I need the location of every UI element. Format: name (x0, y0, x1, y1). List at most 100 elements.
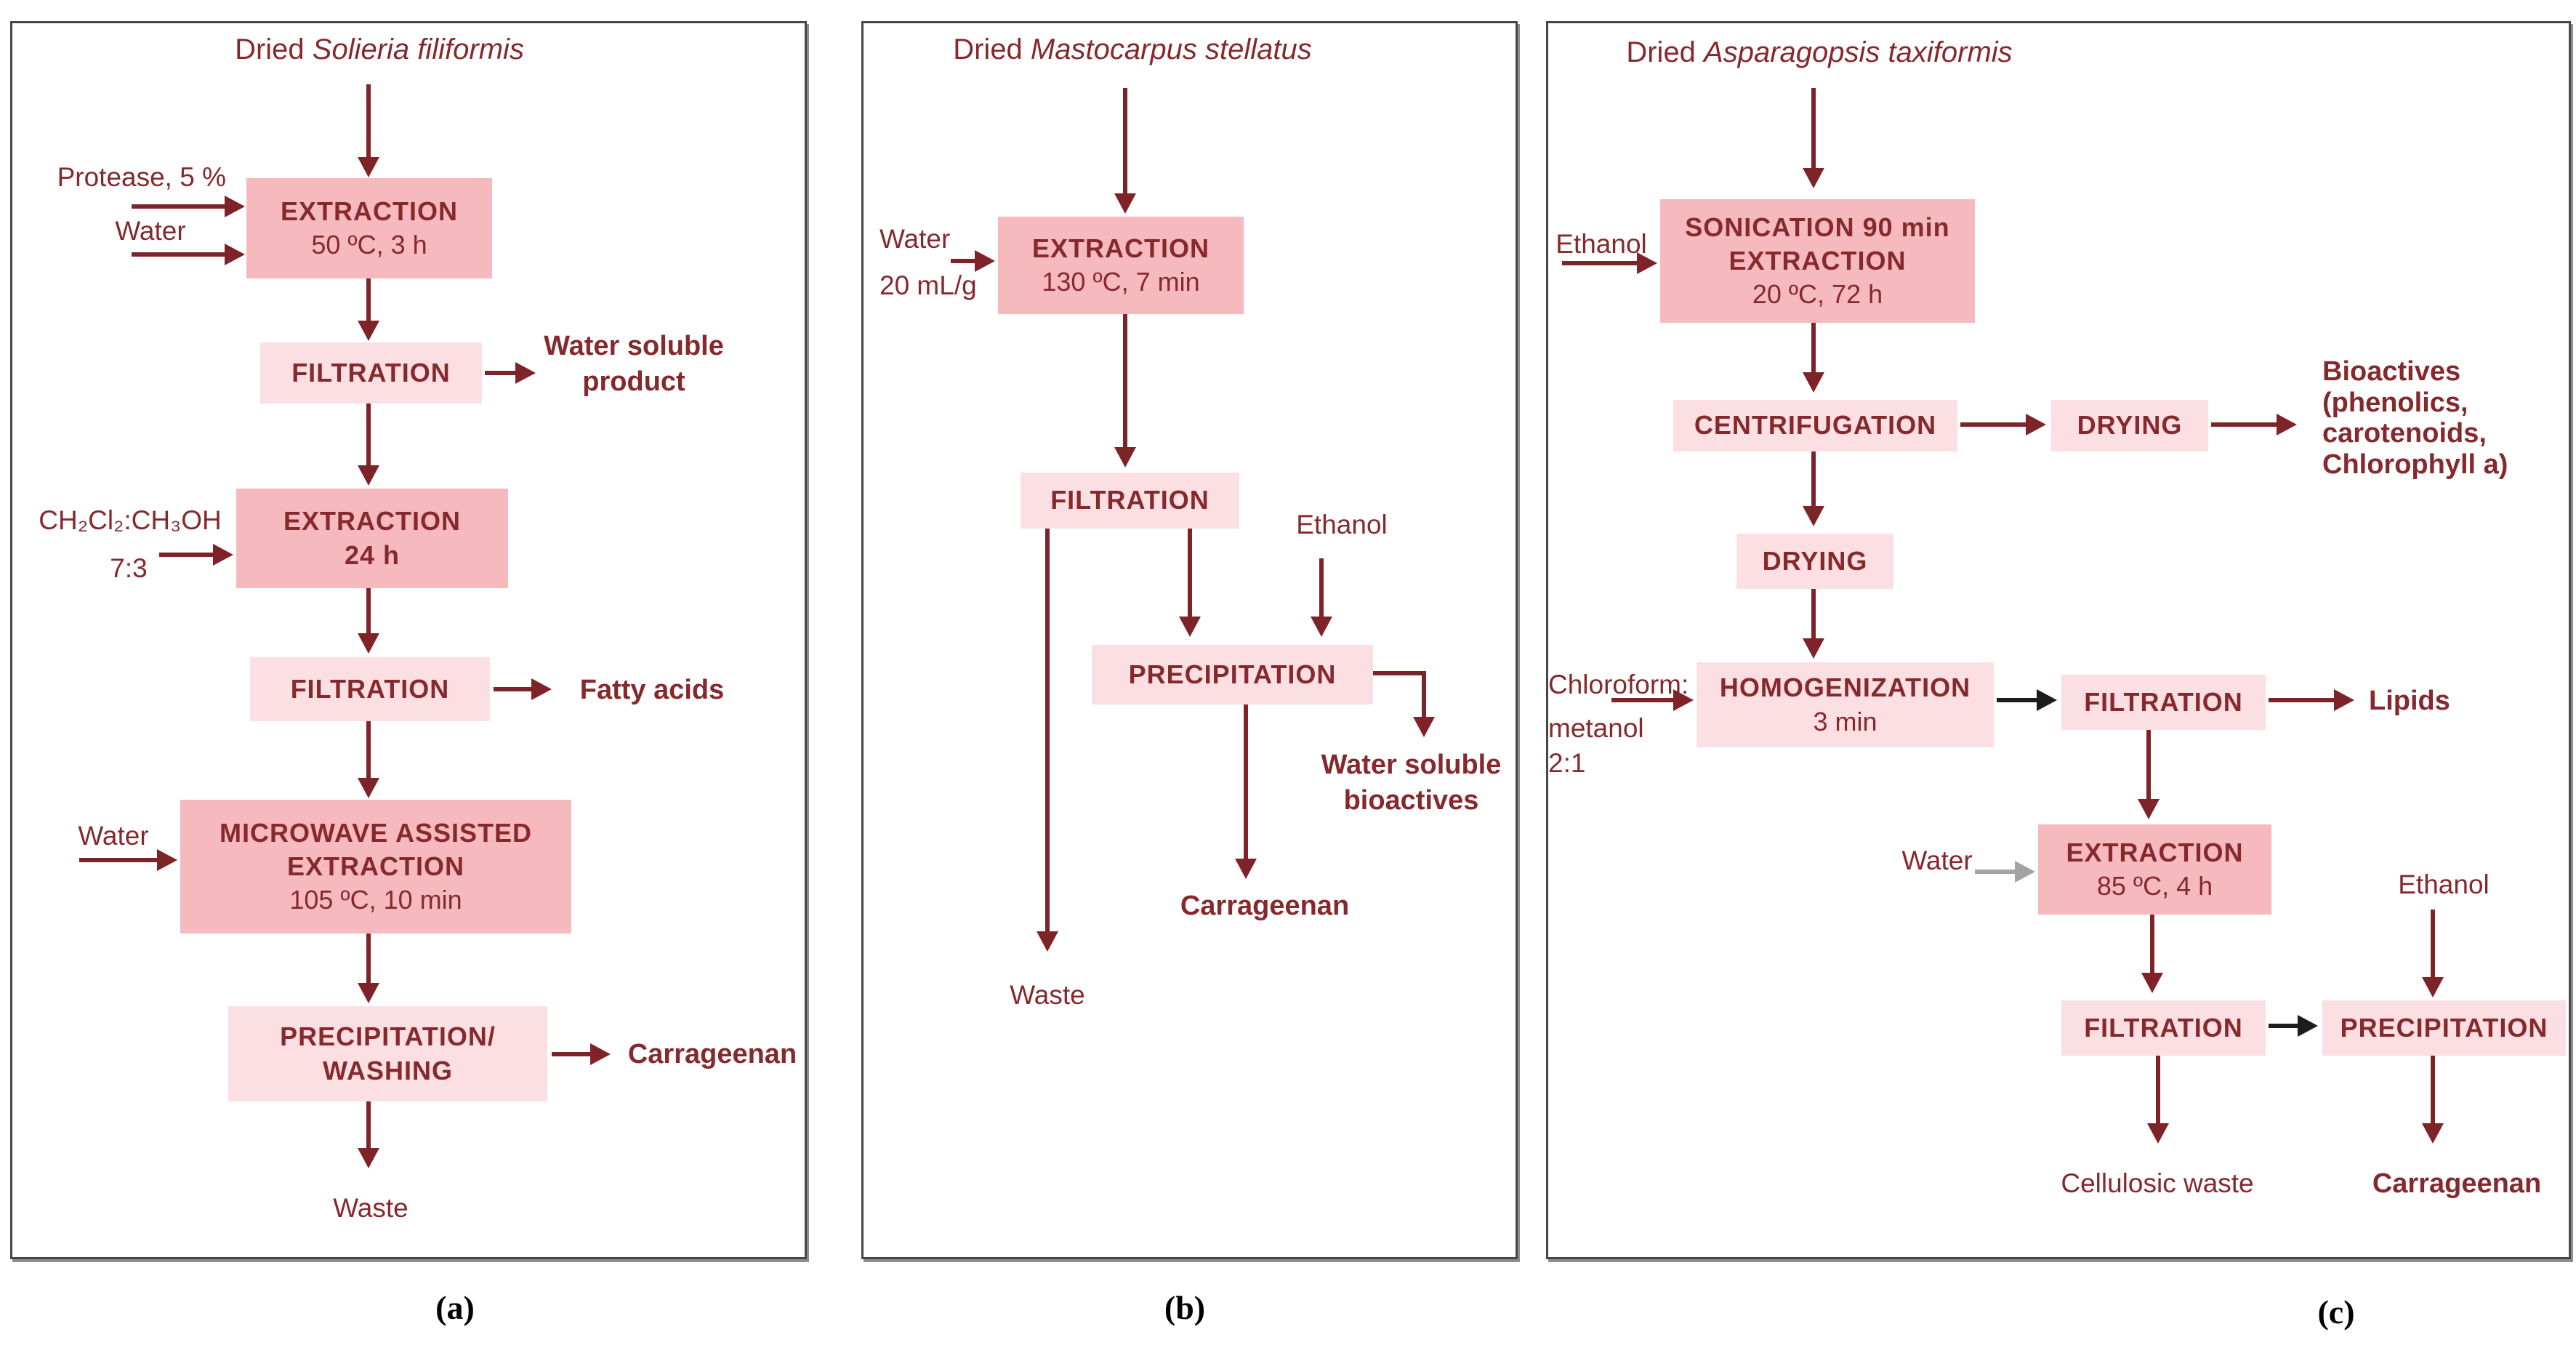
c-box-centrifugation-label: CENTRIFUGATION (1694, 410, 1937, 441)
a-input-solvent-arrow (159, 544, 233, 566)
c-connector-arrow-right-1 (1960, 414, 2046, 435)
a-box-extraction-2-params: 24 h (344, 539, 401, 570)
c-box-extraction-params: 85 ºC, 4 h (2096, 871, 2213, 901)
c-output-lipids-arrow (2269, 689, 2354, 711)
panel-a: Dried Solieria filiformis Protease, 5 % … (10, 21, 807, 1259)
a-box-microwave-extraction: MICROWAVE ASSISTED EXTRACTION 105 ºC, 10… (180, 800, 571, 934)
c-box-centrifugation: CENTRIFUGATION (1673, 400, 1957, 451)
a-input-protease-label: Protease, 5 % (57, 162, 226, 192)
a-box-extraction-2-label: EXTRACTION (283, 506, 461, 537)
b-output-waste-label: Waste (1010, 980, 1085, 1010)
c-box-filtration-1: FILTRATION (2061, 675, 2266, 730)
b-species-title-prefix: Dried (953, 33, 1031, 65)
c-input-chloroform-label-line2: metanol 2:1 (1548, 713, 1644, 779)
a-box-precipitation-line2: WASHING (322, 1055, 453, 1085)
c-box-filtration-1-label: FILTRATION (2084, 686, 2243, 717)
c-output-bioactives-line3: carotenoids, (2322, 418, 2487, 449)
a-output-water-soluble-label: Water soluble product (521, 329, 746, 401)
b-species-title: Dried Mastocarpus stellatus (936, 33, 1329, 66)
b-connector-elbow-line (1373, 671, 1426, 675)
a-input-water2-label: Water (78, 821, 149, 851)
b-box-extraction: EXTRACTION 130 ºC, 7 min (998, 217, 1244, 314)
b-output-water-soluble-label: Water soluble bioactives (1304, 747, 1518, 819)
panel-c: Dried Asparagopsis taxiformis Ethanol SO… (1546, 21, 2571, 1259)
b-input-ethanol-arrow (1311, 558, 1332, 637)
c-species-title: Dried Asparagopsis taxiformis (1623, 36, 2016, 69)
c-box-precipitation-label: PRECIPITATION (2340, 1012, 2548, 1043)
a-output-carrageenan-label: Carrageenan (627, 1039, 797, 1069)
b-input-water-arrow (951, 250, 995, 272)
c-output-carrageenan-arrow (2422, 1056, 2444, 1144)
b-box-extraction-label: EXTRACTION (1032, 233, 1209, 263)
a-output-water-soluble-line1: Water soluble (544, 331, 724, 361)
a-box-microwave-line1: MICROWAVE ASSISTED (219, 817, 533, 848)
a-connector-arrow-down-1 (358, 84, 379, 177)
b-output-water-soluble-line1: Water soluble (1321, 750, 1502, 780)
b-output-carrageenan-arrow (1235, 704, 1257, 879)
c-box-filtration-2: FILTRATION (2061, 1000, 2266, 1056)
c-connector-arrow-down-1 (1803, 88, 1824, 188)
c-connector-arrow-down-3 (1803, 451, 1824, 526)
c-output-carrageenan-label: Carrageenan (2372, 1168, 2542, 1199)
caption-c: (c) (2317, 1293, 2355, 1330)
b-connector-waste-line (1037, 529, 1058, 952)
c-output-bioactives-arrow (2211, 414, 2297, 435)
c-box-drying-1-label: DRYING (2077, 410, 2183, 441)
b-box-filtration: FILTRATION (1021, 473, 1239, 529)
b-connector-arrow-down-2 (1114, 314, 1136, 467)
c-box-drying-2-label: DRYING (1762, 545, 1868, 576)
b-input-water-label-line2: 20 mL/g (880, 270, 977, 300)
c-box-homogenization-label: HOMOGENIZATION (1719, 672, 1971, 703)
a-connector-arrow-down-7 (358, 1101, 379, 1168)
panel-b: Dried Mastocarpus stellatus Water 20 mL/… (861, 21, 1518, 1259)
c-connector-arrow-down-4 (1803, 589, 1824, 659)
c-box-sonication: SONICATION 90 min EXTRACTION 20 ºC, 72 h (1660, 199, 1975, 323)
c-box-sonication-params: 20 ºC, 72 h (1752, 279, 1883, 310)
c-box-sonication-line2: EXTRACTION (1728, 245, 1907, 276)
b-box-extraction-params: 130 ºC, 7 min (1042, 267, 1200, 297)
a-species-title-prefix: Dried (235, 33, 313, 65)
a-box-extraction-2: EXTRACTION 24 h (236, 489, 508, 588)
a-box-microwave-line2: EXTRACTION (287, 851, 464, 881)
c-connector-arrow-down-6 (2141, 915, 2163, 993)
c-box-homogenization: HOMOGENIZATION 3 min (1696, 662, 1994, 747)
c-box-precipitation: PRECIPITATION (2322, 1000, 2566, 1056)
b-output-bioactives-arrow (1413, 671, 1435, 737)
c-input-water-label: Water (1901, 846, 1973, 875)
c-species-title-name: Asparagopsis taxiformis (1704, 36, 2013, 68)
a-input-solvent-label-line2: 7:3 (110, 553, 148, 583)
c-input-ethanol1-label: Ethanol (1555, 229, 1647, 259)
caption-a: (a) (435, 1289, 475, 1326)
c-input-chloroform-label-line1: Chloroform: (1548, 670, 1689, 699)
c-output-bioactives-line2: (phenolics, (2322, 387, 2468, 418)
b-box-precipitation-label: PRECIPITATION (1128, 659, 1337, 689)
c-output-lipids-label: Lipids (2369, 686, 2450, 716)
c-box-sonication-line1: SONICATION 90 min (1685, 212, 1950, 242)
b-connector-arrow-down-3 (1179, 529, 1201, 637)
a-output-fatty-acids-label: Fatty acids (579, 675, 725, 705)
a-input-protease-arrow (132, 196, 245, 217)
c-connector-arrow-down-5 (2138, 730, 2160, 819)
b-input-ethanol-label: Ethanol (1296, 510, 1388, 539)
a-box-filtration-2: FILTRATION (250, 657, 490, 721)
c-connector-arrow-right-black-2 (2269, 1015, 2318, 1037)
a-species-title-name: Solieria filiformis (312, 33, 524, 65)
a-output-water-soluble-arrow (485, 362, 536, 384)
a-output-fatty-acids-arrow (494, 678, 552, 700)
c-output-bioactives-line4: Chlorophyll a) (2322, 449, 2508, 480)
c-output-cellulosic-arrow (2147, 1056, 2169, 1144)
b-output-carrageenan-label: Carrageenan (1180, 891, 1350, 921)
a-box-extraction-1: EXTRACTION 50 ºC, 3 h (246, 178, 492, 278)
a-connector-arrow-down-6 (358, 934, 379, 1003)
a-box-filtration-1: FILTRATION (260, 342, 482, 404)
c-box-drying-1: DRYING (2051, 400, 2208, 451)
c-box-extraction-label: EXTRACTION (2066, 837, 2244, 867)
a-connector-arrow-down-4 (358, 588, 379, 654)
a-box-precipitation-line1: PRECIPITATION/ (280, 1021, 496, 1052)
c-input-water-arrow (1975, 861, 2035, 883)
a-input-water2-arrow (79, 849, 177, 871)
a-box-filtration-2-label: FILTRATION (290, 673, 450, 704)
c-species-title-prefix: Dried (1626, 36, 1704, 68)
c-box-homogenization-params: 3 min (1813, 706, 1877, 736)
